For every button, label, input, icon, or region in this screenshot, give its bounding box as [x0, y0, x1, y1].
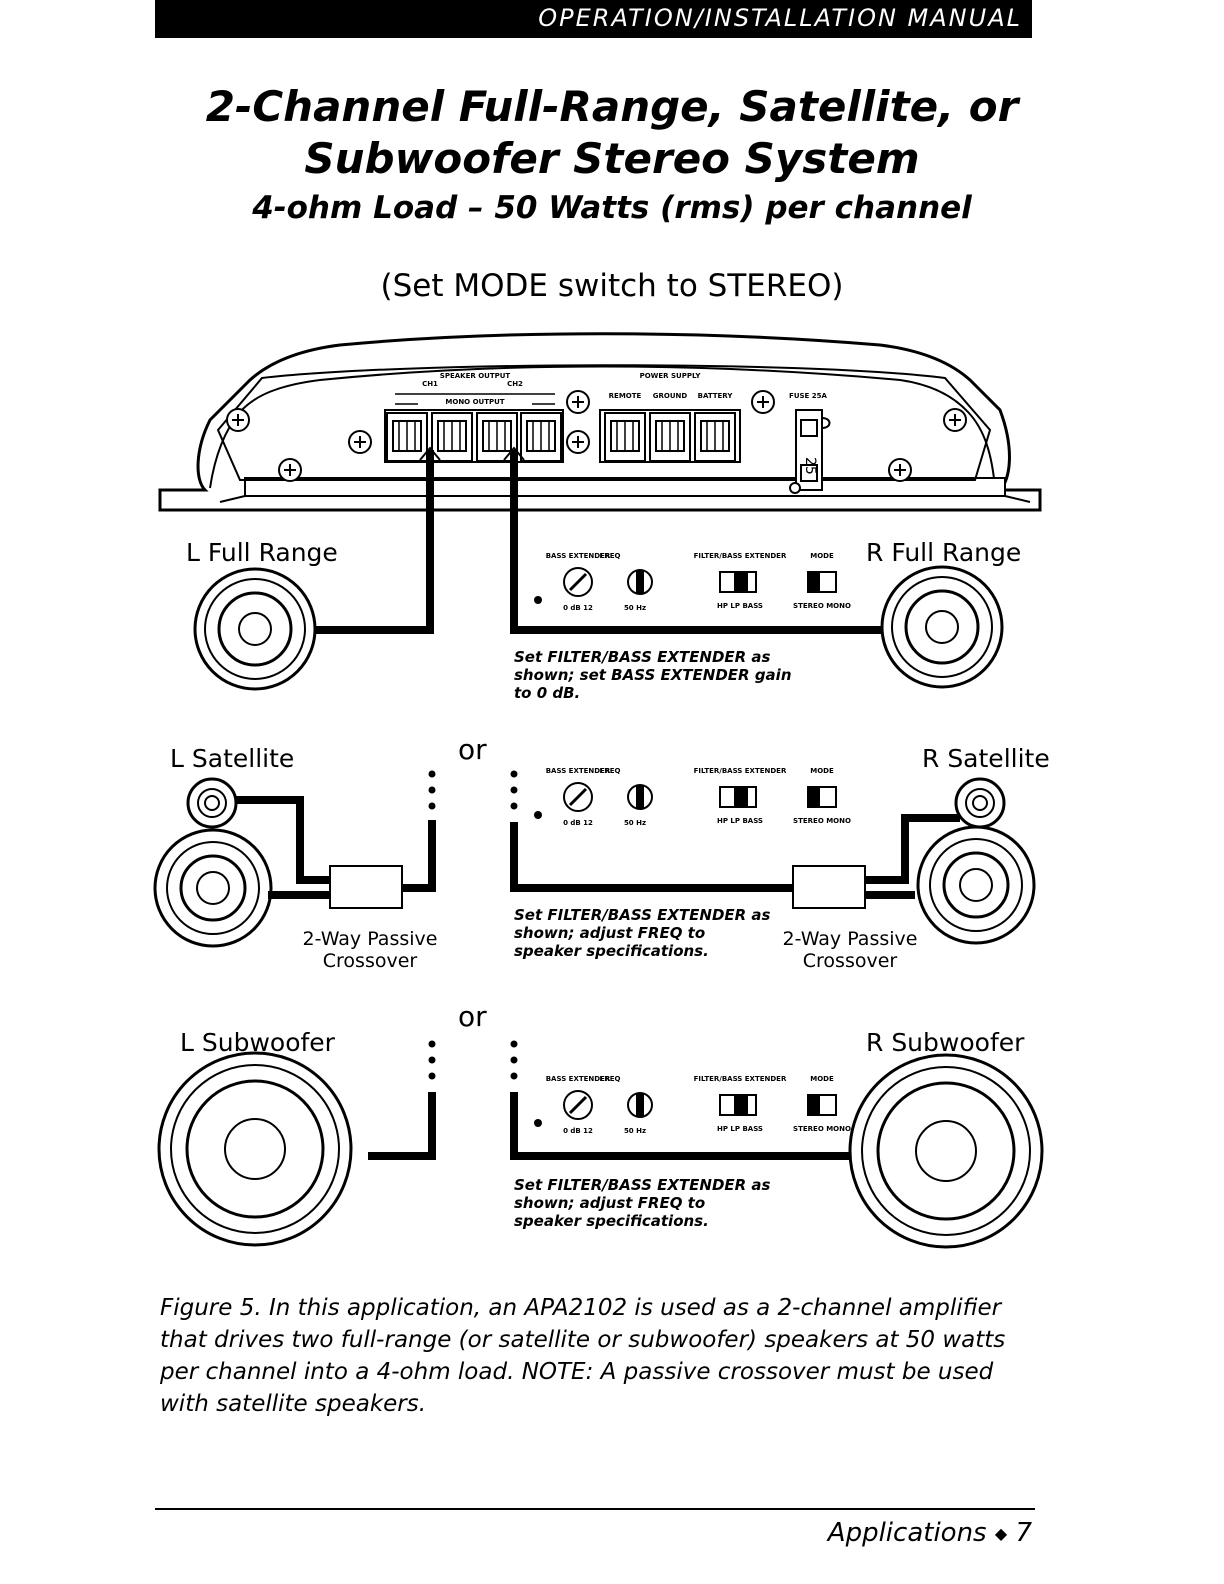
or-divider-2: or [458, 1000, 487, 1033]
fuse-value: 25 [802, 457, 818, 475]
speaker-output-label: SPEAKER OUTPUT [440, 372, 511, 380]
satellite-note: Set FILTER/BASS EXTENDER as shown; adjus… [514, 906, 771, 960]
gain-marks: 0 dB 12 [563, 819, 593, 827]
left-crossover [329, 865, 403, 909]
freq-label: FREQ [600, 767, 621, 775]
freq-label: FREQ [600, 552, 621, 560]
left-full-range-speaker [193, 567, 317, 691]
mode-label: MODE [810, 1075, 834, 1083]
filter-positions: HP LP BASS [717, 602, 763, 610]
mono-output-label: MONO OUTPUT [445, 398, 504, 406]
amplifier: SPEAKER OUTPUT CH1 CH2 MONO OUTPUT POWER… [158, 332, 1042, 512]
footer-section: Applications [827, 1518, 987, 1548]
left-full-range-label: L Full Range [186, 538, 338, 567]
right-satellite-speakers [916, 777, 1036, 945]
right-full-range-speaker [880, 565, 1004, 689]
filter-label: FILTER/BASS EXTENDER [694, 1075, 787, 1083]
right-crossover-label: 2-Way Passive Crossover [782, 928, 918, 972]
figure-caption: Figure 5. In this application, an APA210… [160, 1295, 1006, 1417]
bass-extender-label: BASS EXTENDER [546, 767, 611, 775]
ground-label: GROUND [653, 392, 688, 400]
freq-marks: 50 Hz [624, 819, 646, 827]
fuse-label: FUSE 25A [789, 392, 827, 400]
freq-marks: 50 Hz [624, 1127, 646, 1135]
gain-marks: 0 dB 12 [563, 1127, 593, 1135]
battery-label: BATTERY [698, 392, 734, 400]
page-subtitle: 4-ohm Load – 50 Watts (rms) per channel [252, 190, 972, 226]
page-number: 7 [1015, 1518, 1032, 1548]
left-satellite-label: L Satellite [170, 744, 295, 773]
right-full-range-label: R Full Range [866, 538, 1022, 567]
control-panel-subwoofer: BASS EXTENDER FREQ FILTER/BASS EXTENDER … [532, 1075, 851, 1135]
right-subwoofer-label: R Subwoofer [866, 1028, 1025, 1057]
freq-marks: 50 Hz [624, 604, 646, 612]
left-subwoofer-label: L Subwoofer [180, 1028, 335, 1057]
filter-label: FILTER/BASS EXTENDER [694, 552, 787, 560]
left-subwoofer [157, 1051, 353, 1247]
footer: Applications ◆ 7 [828, 1518, 1032, 1548]
ch1-label: CH1 [422, 380, 438, 388]
full-range-note: Set FILTER/BASS EXTENDER as shown; set B… [514, 648, 792, 702]
page-title-line-1: 2-Channel Full-Range, Satellite, or [205, 82, 1019, 131]
filter-positions: HP LP BASS [717, 817, 763, 825]
right-crossover [792, 865, 866, 909]
or-divider-1: or [458, 733, 487, 766]
control-panel-satellite: BASS EXTENDER FREQ FILTER/BASS EXTENDER … [532, 767, 851, 827]
gain-marks: 0 dB 12 [563, 604, 593, 612]
page-title-line-2: Subwoofer Stereo System [304, 134, 920, 183]
right-speaker-wire [510, 450, 888, 634]
mode-label: MODE [810, 552, 834, 560]
header-title: OPERATION/INSTALLATION MANUAL [538, 4, 1022, 32]
remote-label: REMOTE [609, 392, 642, 400]
mode-label: MODE [810, 767, 834, 775]
filter-positions: HP LP BASS [717, 1125, 763, 1133]
left-satellite-speakers [153, 777, 273, 948]
diamond-icon: ◆ [994, 1524, 1008, 1543]
mode-positions: STEREO MONO [793, 602, 851, 610]
left-speaker-wire [268, 450, 434, 634]
right-subwoofer [848, 1053, 1044, 1249]
subwoofer-note: Set FILTER/BASS EXTENDER as shown; adjus… [514, 1176, 771, 1230]
freq-label: FREQ [600, 1075, 621, 1083]
bass-extender-label: BASS EXTENDER [546, 552, 611, 560]
header-bar: OPERATION/INSTALLATION MANUAL [155, 0, 1032, 38]
power-supply-label: POWER SUPPLY [640, 372, 702, 380]
left-crossover-label: 2-Way Passive Crossover [302, 928, 438, 972]
right-satellite-label: R Satellite [922, 744, 1050, 773]
mode-positions: STEREO MONO [793, 1125, 851, 1133]
control-panel-full-range: BASS EXTENDER FREQ FILTER/BASS EXTENDER … [532, 552, 851, 612]
mode-positions: STEREO MONO [793, 817, 851, 825]
ch2-label: CH2 [507, 380, 523, 388]
filter-label: FILTER/BASS EXTENDER [694, 767, 787, 775]
footer-rule [155, 1508, 1035, 1510]
mode-instruction: (Set MODE switch to STEREO) [380, 268, 844, 304]
bass-extender-label: BASS EXTENDER [546, 1075, 611, 1083]
